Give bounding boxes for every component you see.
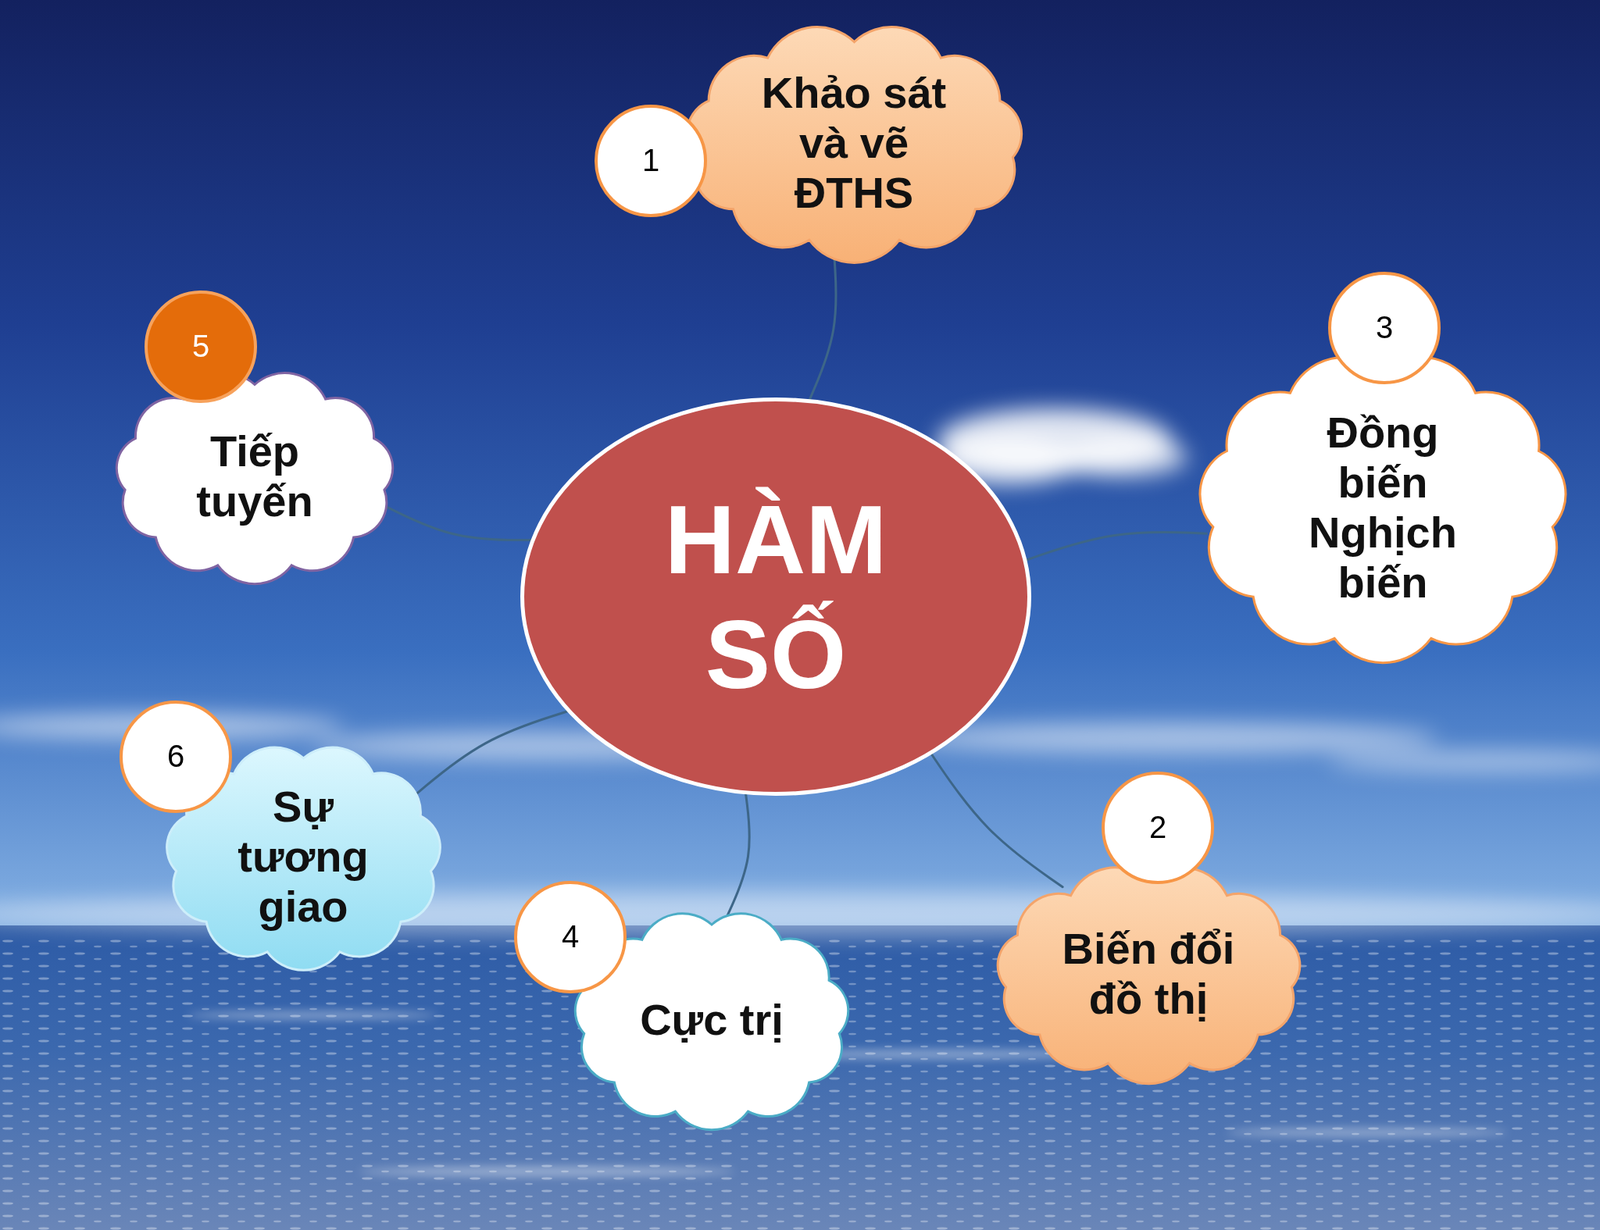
text-block: HÀM SỐ (611, 482, 940, 713)
topic-cloud: Tiếp tuyến (101, 362, 408, 592)
number-circle: 2 (1101, 771, 1215, 885)
topic-label: Cực trị (633, 995, 790, 1046)
topic-label: Biến đổi đồ thị (1053, 924, 1245, 1025)
topic-cloud: Khảo sát và vẽ ĐTHS (667, 15, 1041, 271)
number-circle: 3 (1328, 271, 1441, 385)
cloud-shape (166, 747, 440, 971)
text-block: 4 (546, 919, 594, 956)
callout-number: 4 (546, 919, 594, 956)
callout-number: 5 (177, 328, 225, 365)
ellipse-shape (522, 400, 1030, 795)
text-block: Đồng biến Nghịch biến (1299, 407, 1468, 608)
cloud-shape (575, 914, 848, 1131)
cloud-shape (686, 27, 1022, 264)
cloud-shape (1200, 357, 1566, 663)
text-block: Tiếp tuyến (184, 426, 325, 527)
text-block: 5 (177, 328, 225, 365)
text-block: Sự tương giao (223, 782, 384, 932)
text-block: 1 (627, 142, 675, 179)
text-block: 6 (152, 739, 200, 775)
callout-number: 2 (1134, 810, 1182, 847)
circle-shape (1329, 273, 1440, 383)
topic-label: Đồng biến Nghịch biến (1299, 407, 1468, 608)
number-circle: 4 (514, 881, 627, 994)
ellipse-outline (520, 397, 1032, 797)
connector-line (810, 257, 837, 400)
text-block: Cực trị (633, 995, 790, 1046)
circle-shape (121, 702, 231, 812)
text-block: Biến đổi đồ thị (1053, 924, 1245, 1025)
topic-label: Khảo sát và vẽ ĐTHS (748, 67, 960, 218)
topic-label: Tiếp tuyến (184, 426, 325, 527)
connector-line (932, 754, 1064, 888)
cloud-shape (116, 372, 393, 584)
cloud-shape (997, 867, 1300, 1085)
connector-line (1026, 532, 1207, 560)
topic-cloud: Biến đổi đồ thị (980, 857, 1318, 1092)
central-ellipse: HÀM SỐ (520, 397, 1032, 797)
text-block: Khảo sát và vẽ ĐTHS (748, 67, 960, 218)
connector-line (414, 711, 568, 796)
circle-shape (146, 292, 256, 402)
connector-line (727, 794, 750, 916)
topic-label: Sự tương giao (223, 782, 384, 932)
callout-number: 6 (152, 739, 200, 775)
number-circle: 5 (144, 290, 258, 404)
topic-cloud: Đồng biến Nghịch biến (1183, 343, 1583, 672)
circle-shape (1103, 773, 1213, 883)
text-block: 3 (1360, 310, 1408, 347)
text-block: 2 (1134, 810, 1182, 847)
connector-line (386, 507, 532, 541)
callout-number: 1 (627, 142, 675, 179)
circle-shape (515, 882, 625, 993)
callout-number: 3 (1360, 310, 1408, 347)
number-circle: 1 (594, 104, 708, 218)
central-title: HÀM SỐ (611, 482, 940, 713)
number-circle: 6 (119, 700, 233, 814)
circle-shape (596, 106, 706, 216)
